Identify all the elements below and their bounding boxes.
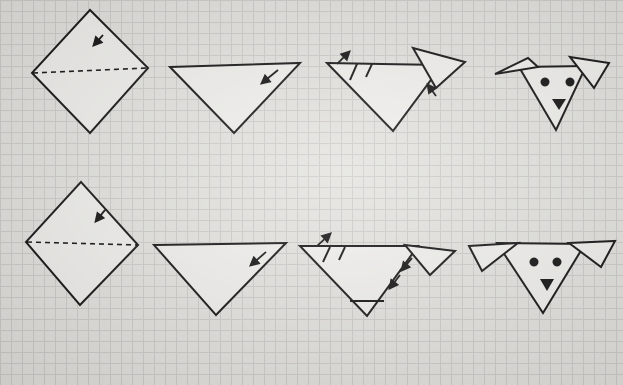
- fold-arrow-icon: [317, 234, 330, 246]
- dog-eye-left: [530, 258, 539, 267]
- row-1: [32, 10, 609, 133]
- row-2: [26, 182, 615, 316]
- row1-step1-square: [32, 10, 148, 133]
- dog-head: [519, 66, 586, 130]
- row1-step2-triangle: [170, 63, 300, 133]
- row2-step3-ears-chin: [300, 234, 455, 316]
- row2-step2-triangle: [154, 243, 286, 315]
- row1-step3-ears: [327, 48, 465, 131]
- row1-step4-dog-face: [495, 57, 609, 130]
- dog-eye-left: [541, 78, 550, 87]
- paper-triangle: [170, 63, 300, 133]
- paper-triangle: [300, 246, 418, 316]
- paper-square: [32, 10, 148, 133]
- fold-arrow-icon: [337, 52, 349, 64]
- dog-eye-right: [553, 258, 562, 267]
- paper-triangle: [327, 63, 442, 131]
- paper-triangle: [154, 243, 286, 315]
- dog-head: [497, 243, 585, 313]
- ear-flap-right: [405, 245, 455, 275]
- row2-step4-dog-face: [469, 241, 615, 313]
- dog-eye-right: [566, 78, 575, 87]
- row2-step1-square: [26, 182, 138, 305]
